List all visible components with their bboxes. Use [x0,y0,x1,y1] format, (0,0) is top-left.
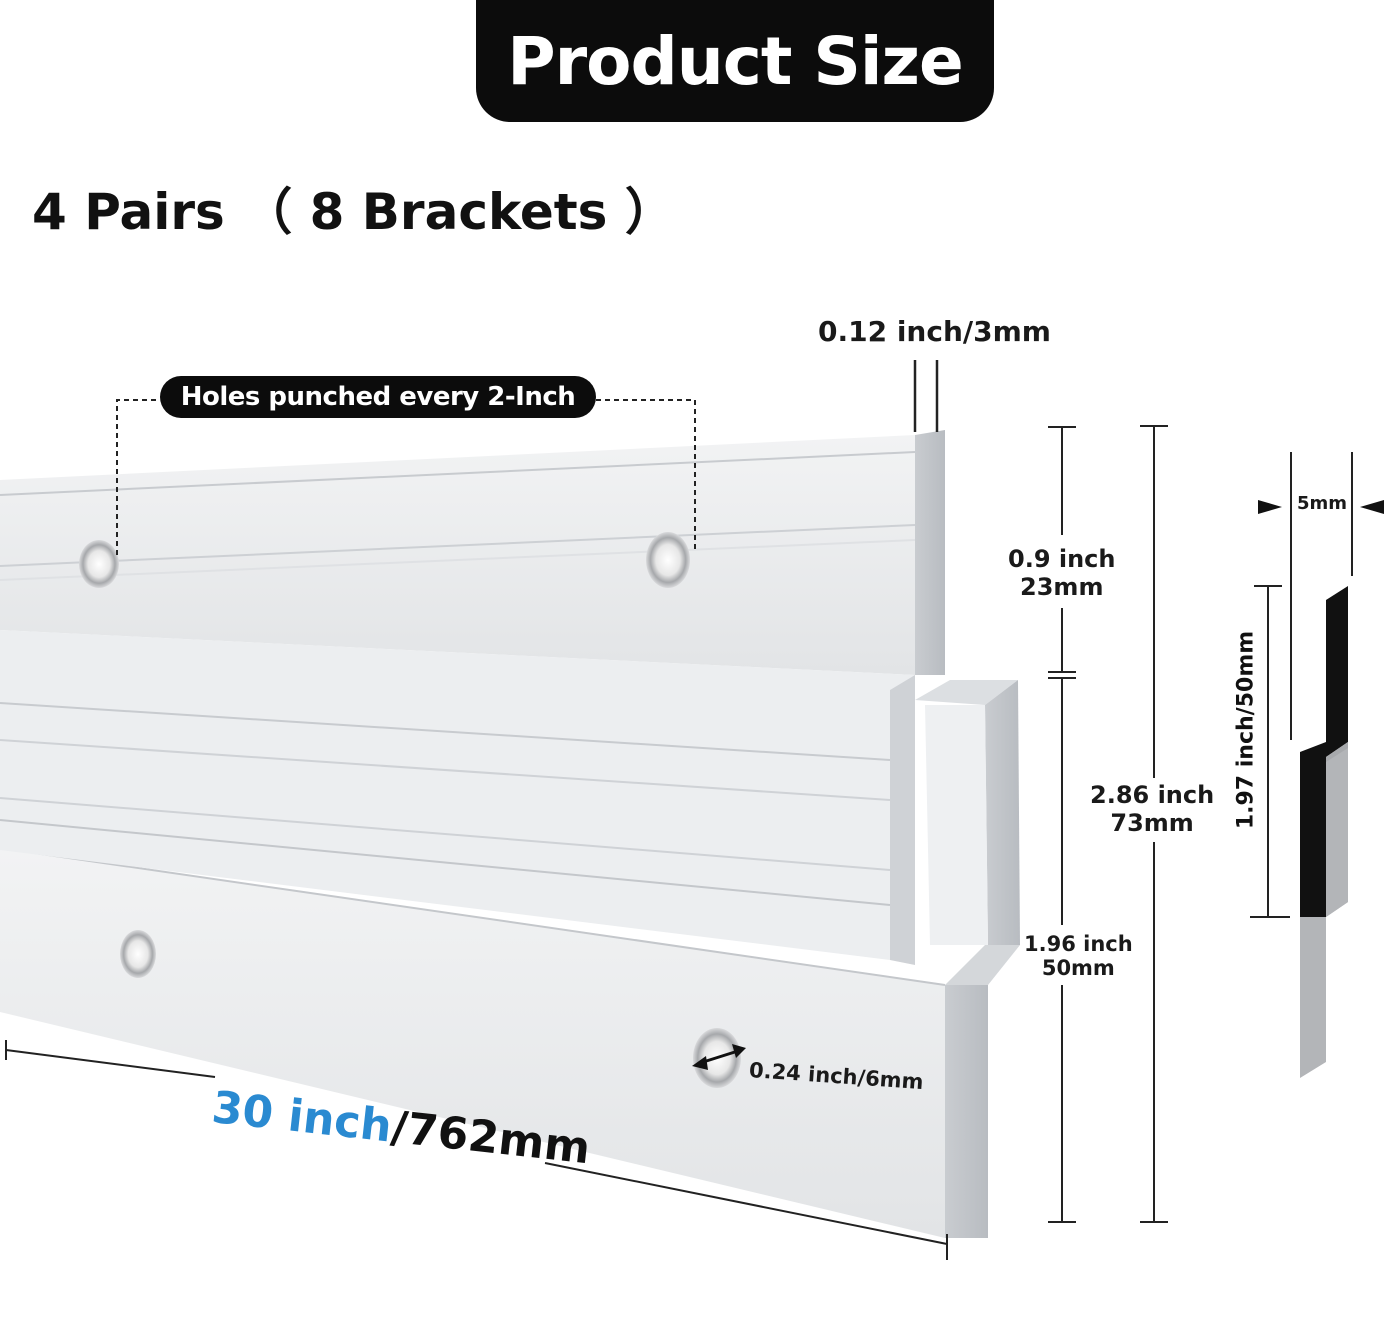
hole-diameter-arrow [692,1044,746,1070]
total-height-mm: 73mm [1110,808,1194,837]
side-profile [1300,586,1348,1078]
hole-upper-left [79,540,119,588]
lower-bracket [0,847,1020,1238]
lower-height-label: 1.96 inch 50mm [1024,932,1133,980]
length-dimension [5,1040,948,1260]
hole-spacing-guide [116,399,696,555]
total-height-inch: 2.86 inch [1090,781,1215,809]
upper-height-label: 0.9 inch 23mm [1008,545,1116,601]
hole-upper-right [646,532,690,588]
upper-bracket [0,430,1020,965]
page-title: Product Size [507,22,963,100]
thickness-guide [913,360,939,432]
lower-height-inch: 1.96 inch [1024,932,1133,956]
title-banner: Product Size [476,0,994,122]
lower-height-dimension [1048,678,1076,1223]
profile-height-text: 1.97 inch/50mm [1233,630,1259,830]
lower-height-mm: 50mm [1041,956,1115,981]
pairs-count-subtitle: 4 Pairs （ 8 Brackets ） [32,183,675,241]
profile-dimensions [1250,452,1384,918]
profile-depth-label: 5mm [1297,493,1348,514]
hole-lower-left [120,930,156,978]
total-height-dimension [1140,425,1168,1223]
upper-height-inch: 0.9 inch [1008,545,1116,573]
holes-spacing-label: Holes punched every 2-Inch [160,376,596,418]
total-height-label: 2.86 inch 73mm [1090,781,1215,837]
thickness-label: 0.12 inch/3mm [818,315,1051,348]
upper-height-mm: 23mm [1020,572,1104,601]
